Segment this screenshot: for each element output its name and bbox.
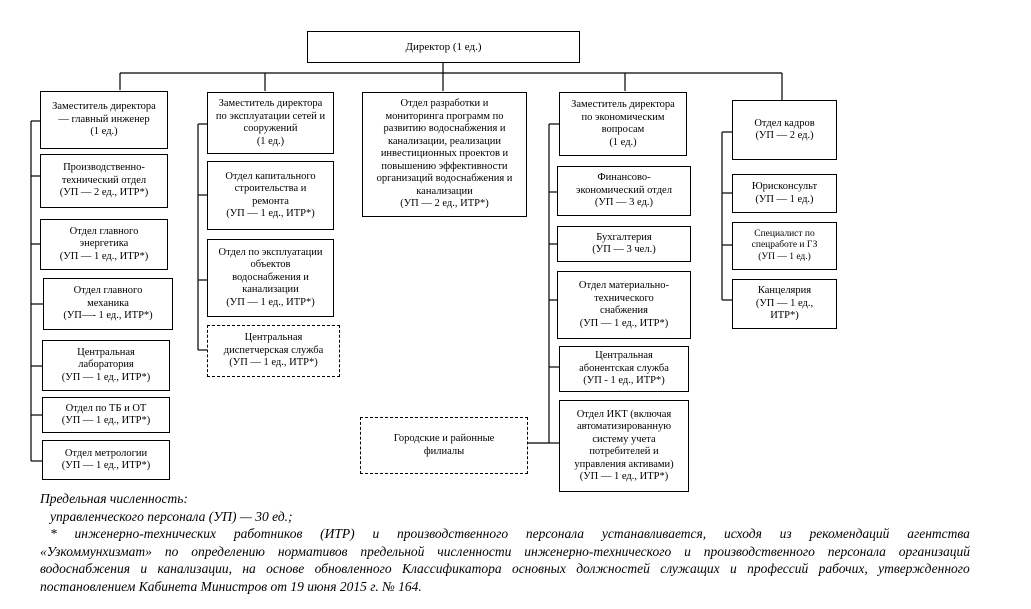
- chief-power-engineer-dept-box: Отдел главного энергетика (УП — 1 ед., И…: [40, 219, 168, 270]
- hr-dept-box: Отдел кадров (УП — 2 ед.): [732, 100, 837, 160]
- notes-management-limit: управленческого персонала (УП) — 30 ед.;: [50, 508, 293, 524]
- central-laboratory-box: Центральная лаборатория (УП — 1 ед., ИТР…: [42, 340, 170, 391]
- water-operations-dept-box: Отдел по эксплуатации объектов водоснабж…: [207, 239, 334, 317]
- special-works-specialist-box: Специалист по спецработе и ГЗ (УП — 1 ед…: [732, 222, 837, 270]
- director-box: Директор (1 ед.): [307, 31, 580, 63]
- program-development-dept-box: Отдел разработки и мониторинга программ …: [362, 92, 527, 217]
- finance-economic-dept-box: Финансово- экономический отдел (УП — 3 е…: [557, 166, 691, 216]
- ict-dept-box: Отдел ИКТ (включая автоматизированную си…: [559, 400, 689, 492]
- notes-heading: Предельная численность:: [40, 491, 188, 506]
- capital-construction-dept-box: Отдел капитального строительства и ремон…: [207, 161, 334, 230]
- legal-counsel-box: Юрисконсульт (УП — 1 ед.): [732, 174, 837, 213]
- deputy-economic-box: Заместитель директора по экономическим в…: [559, 92, 687, 156]
- production-technical-dept-box: Производственно- технический отдел (УП —…: [40, 154, 168, 208]
- deputy-chief-engineer-box: Заместитель директора — главный инженер …: [40, 91, 168, 149]
- city-district-branches-box: Городские и районные филиалы: [360, 417, 528, 474]
- logistics-dept-box: Отдел материально- технического снабжени…: [557, 271, 691, 339]
- safety-dept-box: Отдел по ТБ и ОТ (УП — 1 ед., ИТР*): [42, 397, 170, 433]
- notes-line-6: постановлением Кабинета Министров от 19 …: [40, 578, 422, 594]
- chancellery-box: Канцелярия (УП — 1 ед., ИТР*): [732, 279, 837, 329]
- dispatch-service-box: Центральная диспетчерская служба (УП — 1…: [207, 325, 340, 377]
- chief-mechanic-dept-box: Отдел главного механика (УП—- 1 ед., ИТР…: [43, 278, 173, 330]
- metrology-dept-box: Отдел метрологии (УП — 1 ед., ИТР*): [42, 440, 170, 480]
- deputy-operations-box: Заместитель директора по эксплуатации се…: [207, 92, 334, 154]
- subscriber-service-box: Центральная абонентская служба (УП - 1 е…: [559, 346, 689, 392]
- accounting-box: Бухгалтерия (УП — 3 чел.): [557, 226, 691, 262]
- footnotes: Предельная численность: управленческого …: [40, 490, 970, 596]
